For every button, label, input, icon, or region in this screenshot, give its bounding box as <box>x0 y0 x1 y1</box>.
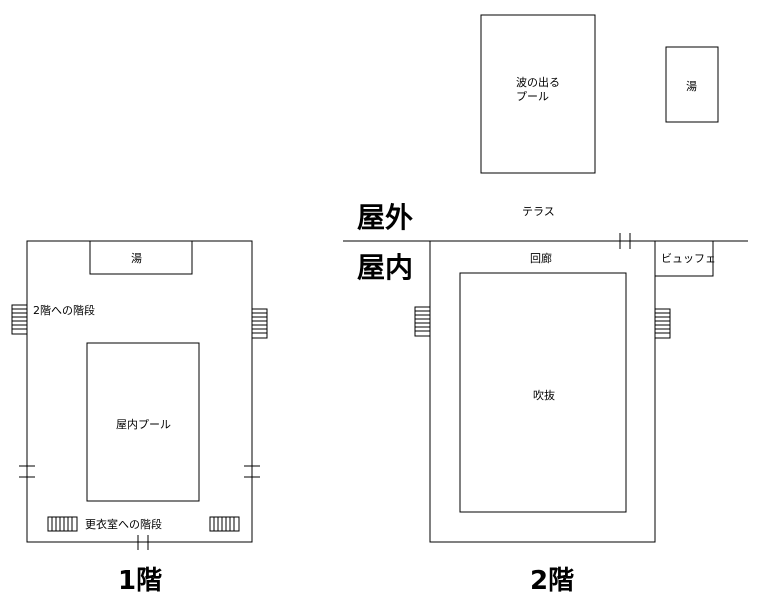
floor1-door-right <box>244 465 260 478</box>
atrium <box>459 272 627 513</box>
atrium-label: 吹抜 <box>533 388 555 402</box>
floor1-bath-label: 湯 <box>131 252 142 265</box>
floor1-label: 1階 <box>118 566 162 596</box>
outdoor-hot-bath-label: 湯 <box>686 80 697 93</box>
wave-pool-label-line2: プール <box>516 90 549 103</box>
floor1-stairs-bottom-right <box>209 516 240 532</box>
indoor-pool-label: 屋内プール <box>116 417 171 431</box>
stairs-to-2f-label: 2階への階段 <box>33 303 95 317</box>
terrace-label: テラス <box>522 205 555 218</box>
floor1-stairs-bottom-left <box>47 516 78 532</box>
floor2-label: 2階 <box>530 566 574 596</box>
floor1-bath <box>89 240 193 275</box>
indoor-pool <box>86 342 200 502</box>
corridor-label: 回廊 <box>530 251 552 265</box>
stairs-to-locker-label: 更衣室への階段 <box>85 517 162 531</box>
floor1-door-left <box>19 465 35 478</box>
outside-heading: 屋外 <box>357 201 413 234</box>
floor2-stairs-left <box>414 306 431 337</box>
outdoor-hot-bath <box>665 46 719 123</box>
floor1-stairs-right <box>251 308 268 339</box>
wave-pool-label-line1: 波の出る <box>516 75 560 89</box>
buffet-label: ビュッフェ <box>661 252 716 265</box>
floor1-stairs-left <box>11 304 28 335</box>
wave-pool <box>480 14 596 174</box>
floor2-terrace-door <box>619 233 631 249</box>
inside-heading: 屋内 <box>357 251 413 284</box>
floor1-door-bottom <box>137 535 149 550</box>
buffet <box>654 240 714 277</box>
floor2-stairs-right <box>654 308 671 339</box>
